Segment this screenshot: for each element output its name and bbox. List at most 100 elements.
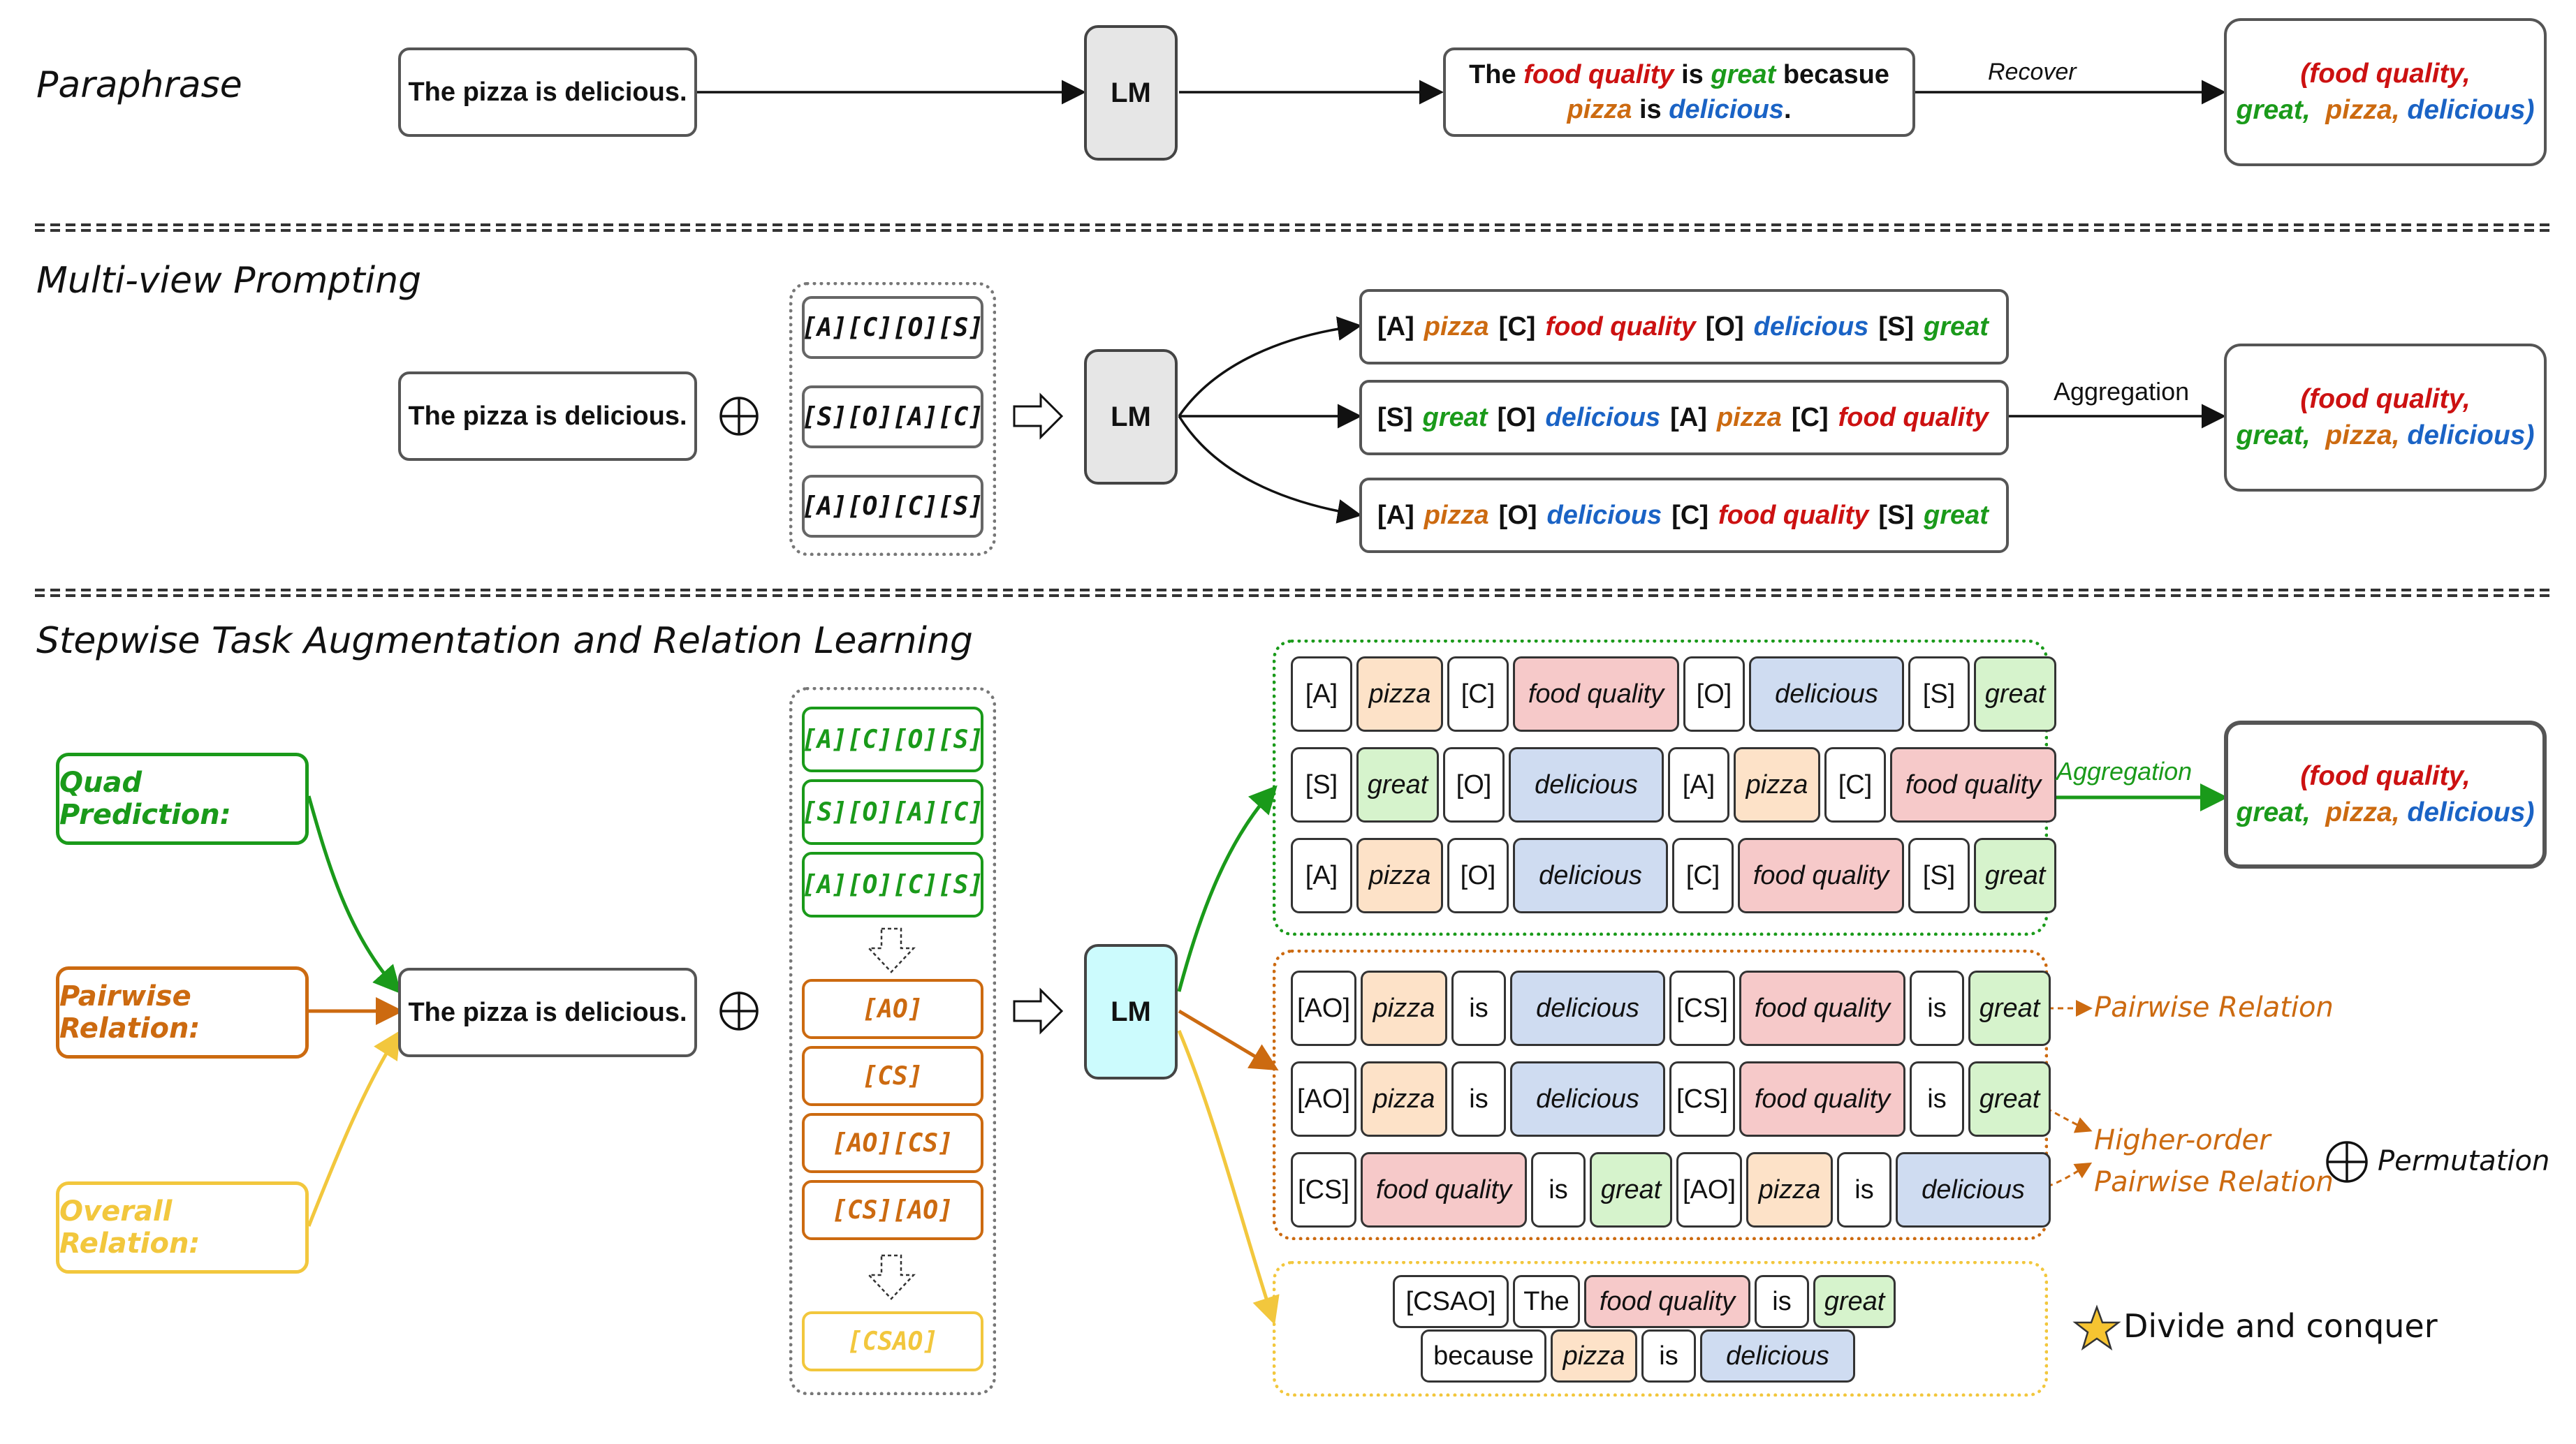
quad-prompt: [A][C][O][S]: [802, 707, 983, 772]
pair-row-3-token: is: [1531, 1152, 1586, 1228]
recover-label: Recover: [1988, 59, 2077, 85]
overall-prompt: [CSAO]: [802, 1311, 983, 1371]
pair-row-1-token: delicious: [1510, 971, 1665, 1046]
pair-row-1-token: [AO]: [1291, 971, 1356, 1046]
task-label-overall: Overall Relation:: [56, 1181, 309, 1274]
quad-row-3-token: food quality: [1738, 838, 1904, 913]
pair-row-1-token: is: [1910, 971, 1964, 1046]
pair-row-3-token: great: [1590, 1152, 1672, 1228]
multiview-output-1: [A]pizza[C]food quality[O]delicious[S]gr…: [1359, 289, 2009, 364]
paraphrase-output-box: The food quality is great becasue pizza …: [1443, 47, 1915, 137]
quad-prompt: [S][O][A][C]: [802, 779, 983, 845]
multiview-output-2: [S]great[O]delicious[A]pizza[C]food qual…: [1359, 380, 2009, 455]
overall-row-2-token: is: [1641, 1329, 1696, 1383]
prompt-group-multiview: [789, 282, 996, 556]
pair-prompt: [AO]: [802, 979, 983, 1039]
pair-row-2-token: delicious: [1510, 1061, 1665, 1137]
lm-label: LM: [1111, 77, 1151, 108]
pair-row-3-token: pizza: [1746, 1152, 1833, 1228]
pair-row-1-token: great: [1968, 971, 2051, 1046]
quad-row-1-token: delicious: [1749, 656, 1904, 732]
quad-row-2-token: delicious: [1509, 747, 1664, 823]
quad-row-1-token: great: [1974, 656, 2056, 732]
prompt-order: [A][O][C][S]: [802, 475, 983, 538]
direct-sum-icon: [719, 397, 759, 436]
star-icon: [2072, 1304, 2121, 1351]
quad-row-1-token: [S]: [1908, 656, 1970, 732]
pair-prompt: [AO][CS]: [802, 1113, 983, 1173]
pair-row-2-token: is: [1451, 1061, 1506, 1137]
overall-row-1-token: [CSAO]: [1393, 1275, 1509, 1328]
divide-and-conquer-label: Divide and conquer: [2123, 1307, 2438, 1345]
input-sentence-box: The pizza is delicious.: [398, 47, 697, 137]
result-box-paraphrase: (food quality, great, pizza, delicious): [2224, 18, 2547, 166]
overall-row-2-token: pizza: [1551, 1329, 1637, 1383]
permutation-icon: [2326, 1141, 2368, 1183]
overall-row-2-token: delicious: [1700, 1329, 1855, 1383]
pair-row-2-token: [AO]: [1291, 1061, 1356, 1137]
pair-row-1-token: pizza: [1361, 971, 1447, 1046]
quad-row-2-token: [A]: [1668, 747, 1729, 823]
overall-output-group: [1273, 1261, 2048, 1397]
pair-row-1-token: [CS]: [1669, 971, 1735, 1046]
overall-row-2-token: because: [1421, 1329, 1546, 1383]
quad-row-3-token: [O]: [1447, 838, 1509, 913]
pair-prompt: [CS][AO]: [802, 1180, 983, 1240]
quad-row-3-token: pizza: [1356, 838, 1443, 913]
pair-row-2-token: is: [1910, 1061, 1964, 1137]
quad-row-2-token: pizza: [1734, 747, 1820, 823]
pair-row-3-token: delicious: [1896, 1152, 2051, 1228]
aggregation-label: Aggregation: [2054, 377, 2190, 406]
quad-row-2-token: food quality: [1890, 747, 2056, 823]
section-title-paraphrase: Paraphrase: [36, 64, 242, 106]
quad-row-1-token: [A]: [1291, 656, 1352, 732]
paraphrase-output-line1: The food quality is great becasue: [1469, 60, 1889, 89]
pair-row-2-token: [CS]: [1669, 1061, 1735, 1137]
result-box-multiview: (food quality, great, pizza, delicious): [2224, 344, 2547, 492]
prompt-group-stepwise: [789, 687, 996, 1395]
permutation-label: Permutation: [2378, 1145, 2550, 1177]
quad-row-2-token: [C]: [1824, 747, 1886, 823]
direct-sum-icon: [719, 992, 759, 1031]
quad-row-3-token: delicious: [1513, 838, 1668, 913]
task-label-pairwise: Pairwise Relation:: [56, 966, 309, 1059]
result-box-stepwise: (food quality, great, pizza, delicious): [2224, 721, 2547, 869]
quad-row-2-token: [S]: [1291, 747, 1352, 823]
multiview-output-3: [A]pizza[O]delicious[C]food quality[S]gr…: [1359, 478, 2009, 553]
quad-row-2-token: [O]: [1443, 747, 1505, 823]
pair-row-3-token: food quality: [1361, 1152, 1527, 1228]
quad-row-3-token: great: [1974, 838, 2056, 913]
input-sentence: The pizza is delicious.: [408, 77, 687, 107]
pair-row-2-token: pizza: [1361, 1061, 1447, 1137]
quad-row-2-token: great: [1356, 747, 1439, 823]
paraphrase-output-line2: pizza is delicious.: [1567, 95, 1792, 124]
quad-row-1-token: food quality: [1513, 656, 1679, 732]
pair-row-1-token: food quality: [1739, 971, 1905, 1046]
lm-block: LM: [1084, 349, 1178, 485]
overall-row-1-token: great: [1813, 1275, 1896, 1328]
quad-row-1-token: pizza: [1356, 656, 1443, 732]
overall-row-1-token: is: [1755, 1275, 1809, 1328]
aggregation-label: Aggregation: [2056, 757, 2193, 786]
pair-prompt: [CS]: [802, 1046, 983, 1106]
quad-row-1-token: [O]: [1683, 656, 1745, 732]
quad-row-3-token: [C]: [1672, 838, 1734, 913]
task-label-quad: Quad Prediction:: [56, 753, 309, 845]
pair-row-3-token: [AO]: [1676, 1152, 1742, 1228]
input-sentence-box: The pizza is delicious.: [398, 371, 697, 461]
prompt-order: [A][C][O][S]: [802, 296, 983, 359]
quad-row-3-token: [A]: [1291, 838, 1352, 913]
pair-row-1-token: is: [1451, 971, 1506, 1046]
quad-row-1-token: [C]: [1447, 656, 1509, 732]
higher-order-label-2: Pairwise Relation: [2094, 1166, 2334, 1198]
higher-order-label: Higher-order: [2094, 1124, 2271, 1156]
pair-row-2-token: great: [1968, 1061, 2051, 1137]
lm-block: LM: [1084, 944, 1178, 1080]
section-title-multiview: Multi-view Prompting: [36, 260, 422, 302]
prompt-order: [S][O][A][C]: [802, 385, 983, 448]
quad-prompt: [A][O][C][S]: [802, 852, 983, 918]
pair-row-2-token: food quality: [1739, 1061, 1905, 1137]
pairwise-relation-label: Pairwise Relation: [2094, 992, 2334, 1024]
quad-row-3-token: [S]: [1908, 838, 1970, 913]
